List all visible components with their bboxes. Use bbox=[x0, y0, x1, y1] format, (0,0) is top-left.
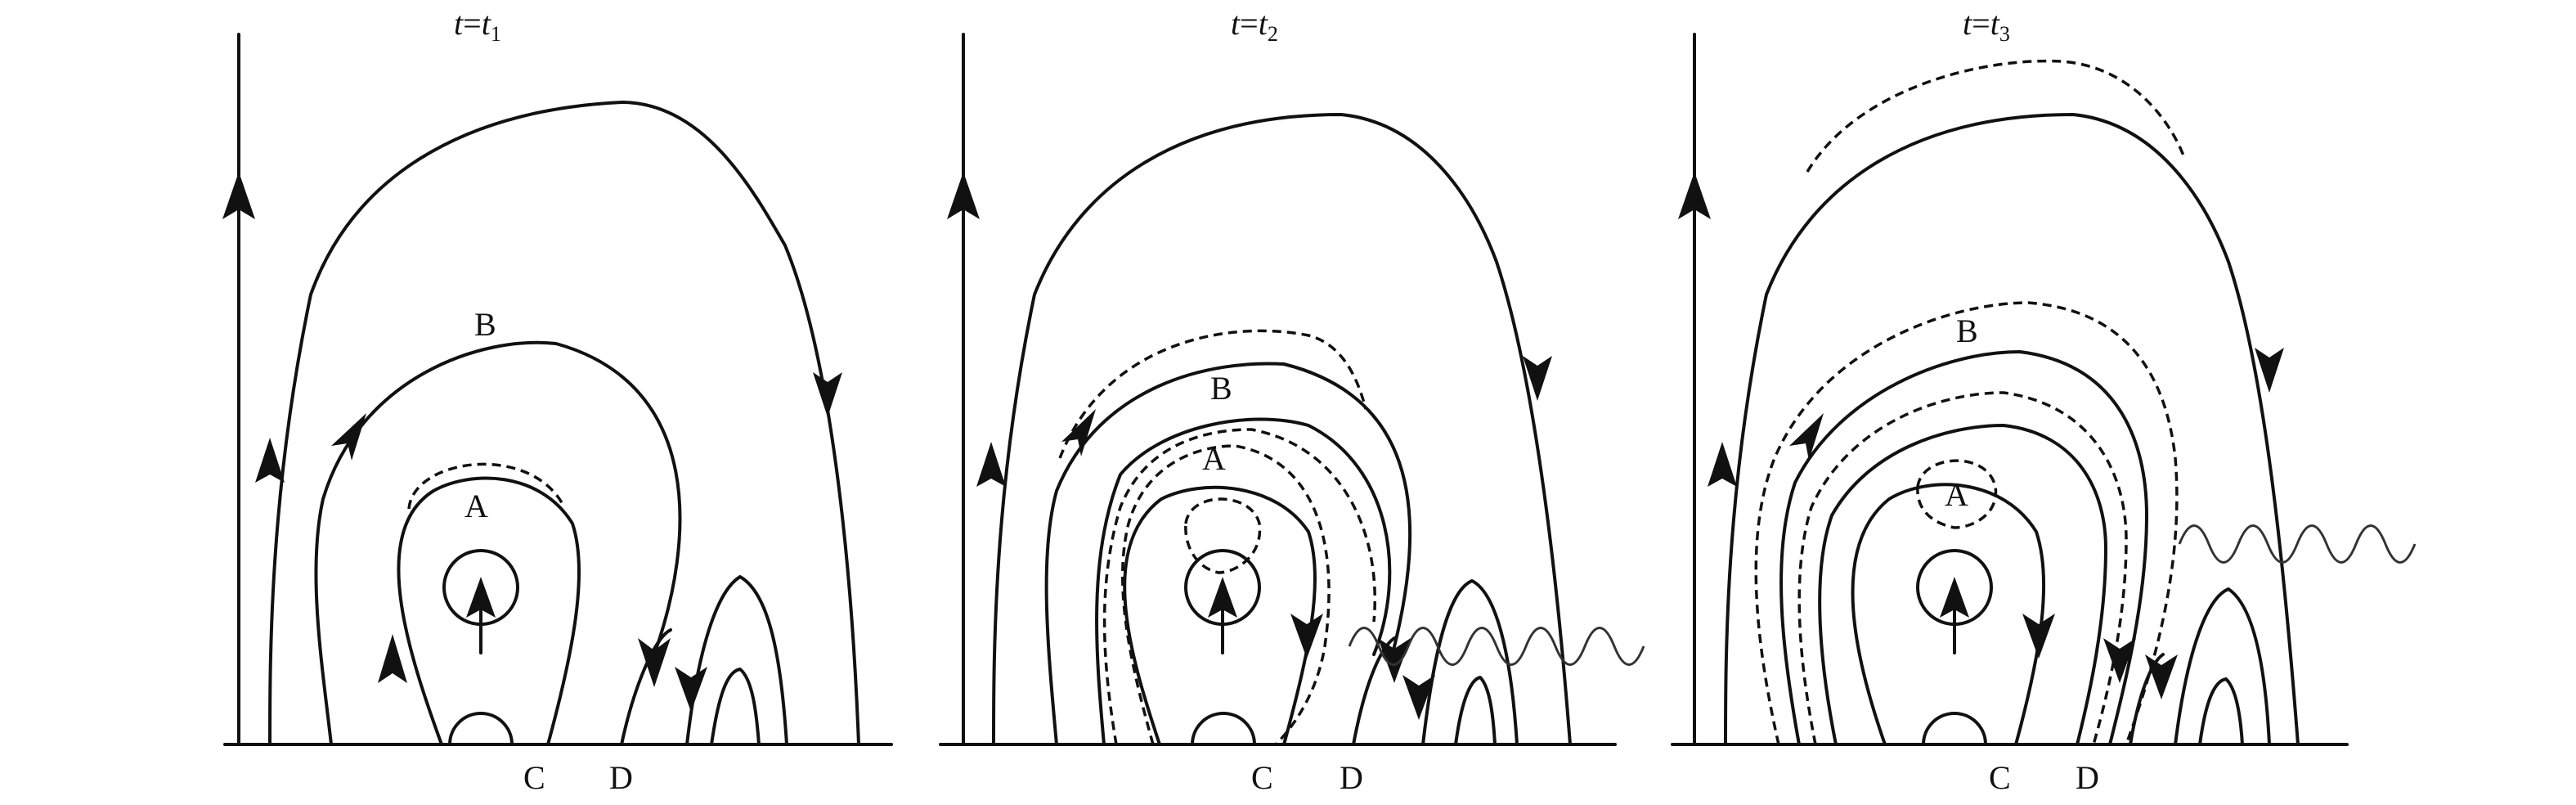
field-line-D-outer bbox=[1352, 579, 1519, 746]
arrowhead bbox=[2103, 638, 2136, 683]
dashed-contour-B bbox=[1058, 329, 1367, 459]
label-D: D bbox=[609, 759, 633, 796]
field-line-outer bbox=[992, 113, 1572, 746]
arrowhead bbox=[1678, 172, 1711, 219]
current-arrow-head bbox=[1940, 577, 1969, 618]
field-line-B bbox=[1779, 350, 2148, 746]
arrowhead bbox=[1523, 356, 1552, 401]
field-line-B bbox=[1044, 362, 1412, 746]
field-line-A bbox=[397, 476, 581, 746]
label-A: A bbox=[1202, 440, 1226, 477]
arrowhead bbox=[1789, 413, 1824, 461]
arrowhead bbox=[675, 667, 707, 712]
footpoint-circle bbox=[448, 712, 514, 746]
current-arrow-head bbox=[1208, 577, 1237, 618]
label-C: C bbox=[1989, 759, 2011, 796]
dashed-circle-A bbox=[1184, 497, 1262, 574]
panel-title: t=t2 bbox=[1231, 5, 1278, 46]
arrowhead bbox=[976, 442, 1006, 487]
dashed-circle-A bbox=[1916, 459, 1998, 529]
arrowhead bbox=[1290, 614, 1323, 659]
label-A: A bbox=[464, 488, 488, 524]
label-A: A bbox=[1945, 476, 1968, 513]
panel-title: t=t3 bbox=[1963, 5, 2010, 46]
field-line-D-inner bbox=[1454, 676, 1497, 746]
dashed-contour-outer bbox=[1806, 59, 2185, 173]
label-B: B bbox=[1956, 313, 1978, 349]
wave-packet bbox=[1348, 627, 1645, 666]
label-C: C bbox=[1251, 759, 1273, 796]
arrowhead bbox=[1378, 638, 1411, 683]
label-D: D bbox=[1340, 759, 1363, 796]
field-line-B bbox=[314, 340, 682, 746]
arrowhead bbox=[947, 172, 980, 219]
dashed-contour-mid bbox=[1797, 391, 2128, 745]
dashed-contour-mid bbox=[1102, 428, 1376, 745]
arrowhead bbox=[222, 172, 255, 219]
label-B: B bbox=[1210, 370, 1232, 407]
arrowhead bbox=[1061, 409, 1096, 456]
arrowhead bbox=[2145, 654, 2178, 699]
arrowhead bbox=[638, 638, 671, 687]
field-line-D-outer bbox=[620, 575, 788, 746]
field-line-A bbox=[1123, 485, 1317, 746]
current-arrow-head bbox=[466, 577, 496, 618]
panel-t1: t=t1 B A C D bbox=[222, 5, 893, 796]
panel-title: t=t1 bbox=[454, 5, 501, 46]
label-C: C bbox=[523, 759, 545, 796]
arrowhead bbox=[1402, 675, 1435, 720]
label-D: D bbox=[2076, 759, 2099, 796]
field-line-mid bbox=[1095, 417, 1392, 746]
arrowhead bbox=[331, 413, 366, 461]
field-line-D-outer bbox=[2129, 587, 2271, 746]
field-line-outer bbox=[1724, 113, 2300, 746]
arrowhead bbox=[2255, 348, 2284, 393]
field-line-mid bbox=[1818, 424, 2107, 746]
arrowhead bbox=[255, 438, 285, 483]
wave-packet bbox=[2178, 524, 2417, 564]
arrowhead bbox=[813, 372, 842, 417]
footpoint-circle bbox=[1922, 712, 1987, 746]
label-B: B bbox=[474, 306, 496, 343]
field-line-D-inner bbox=[2198, 677, 2244, 746]
arrowhead bbox=[1708, 442, 1737, 487]
arrowhead bbox=[2022, 614, 2055, 659]
dashed-contour-A bbox=[407, 462, 566, 510]
arrowhead bbox=[378, 634, 407, 683]
dashed-contour-B-outer bbox=[1754, 301, 2179, 745]
field-line-A bbox=[1851, 483, 2046, 746]
field-line-D-inner bbox=[710, 668, 761, 746]
footpoint-circle bbox=[1191, 712, 1256, 746]
panel-t3: t=t3 B A C D bbox=[1671, 5, 2417, 796]
panel-t2: t=t2 B A C D bbox=[939, 5, 1645, 796]
